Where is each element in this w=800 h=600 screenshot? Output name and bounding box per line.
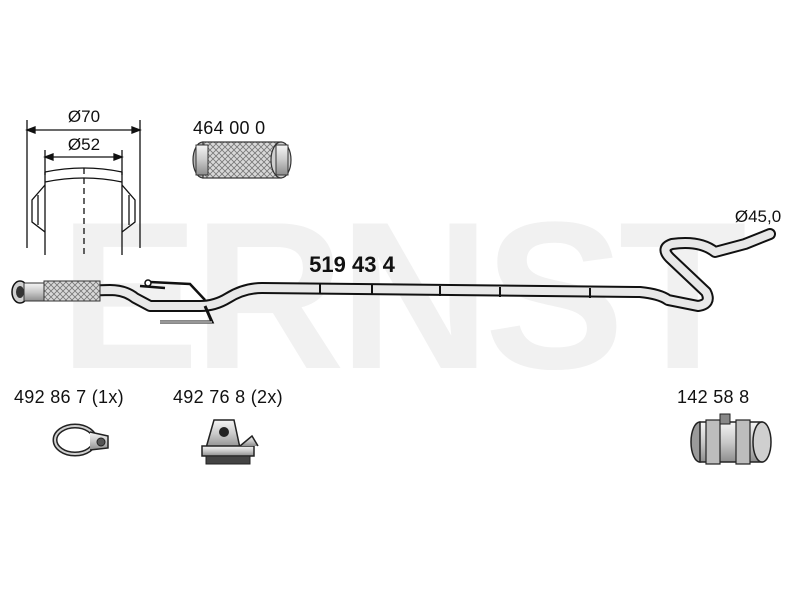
main-exhaust-pipe bbox=[11, 228, 776, 324]
pipe-end-dimension-drawing bbox=[25, 120, 142, 255]
clamp-part-number: 492 86 7 (1x) bbox=[14, 387, 124, 407]
inner-diameter-label: Ø52 bbox=[68, 135, 100, 154]
flex-pipe-part-number: 464 00 0 bbox=[193, 118, 266, 138]
mount-part-number: 492 76 8 (2x) bbox=[173, 387, 283, 407]
sleeve-connector-icon bbox=[690, 413, 772, 465]
connector-part-number: 142 58 8 bbox=[677, 387, 750, 407]
pipe-clamp-icon bbox=[52, 423, 109, 457]
main-part-number: 519 43 4 bbox=[309, 252, 395, 277]
rubber-mount-icon bbox=[201, 419, 259, 465]
flex-pipe-icon bbox=[192, 141, 292, 179]
outer-diameter-label: Ø70 bbox=[68, 107, 100, 126]
pipe-end-diameter-label: Ø45,0 bbox=[735, 207, 781, 226]
